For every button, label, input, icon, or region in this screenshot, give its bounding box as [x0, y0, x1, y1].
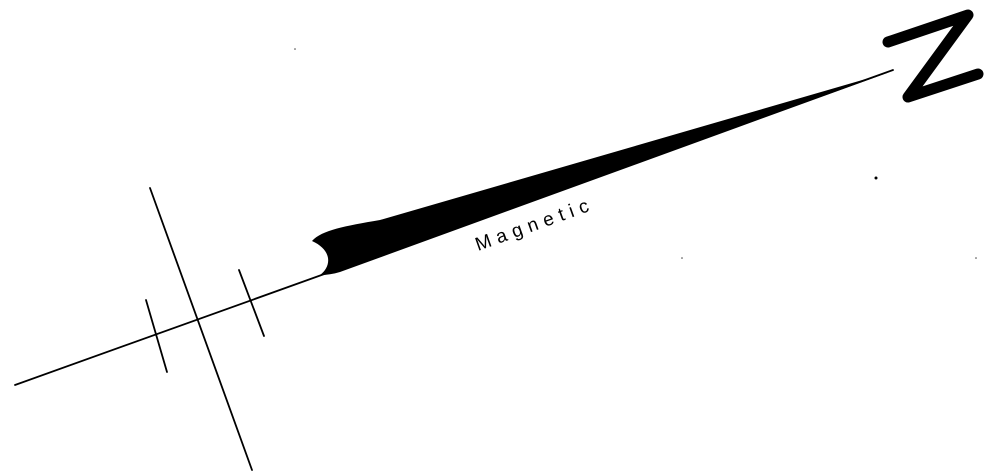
magnetic-needle [312, 72, 890, 275]
scan-speck [681, 257, 683, 259]
scan-speck [975, 257, 977, 259]
scan-speck [294, 48, 296, 50]
scan-speck [875, 177, 878, 180]
north-letter-z [888, 15, 978, 97]
cross-line [150, 188, 252, 470]
